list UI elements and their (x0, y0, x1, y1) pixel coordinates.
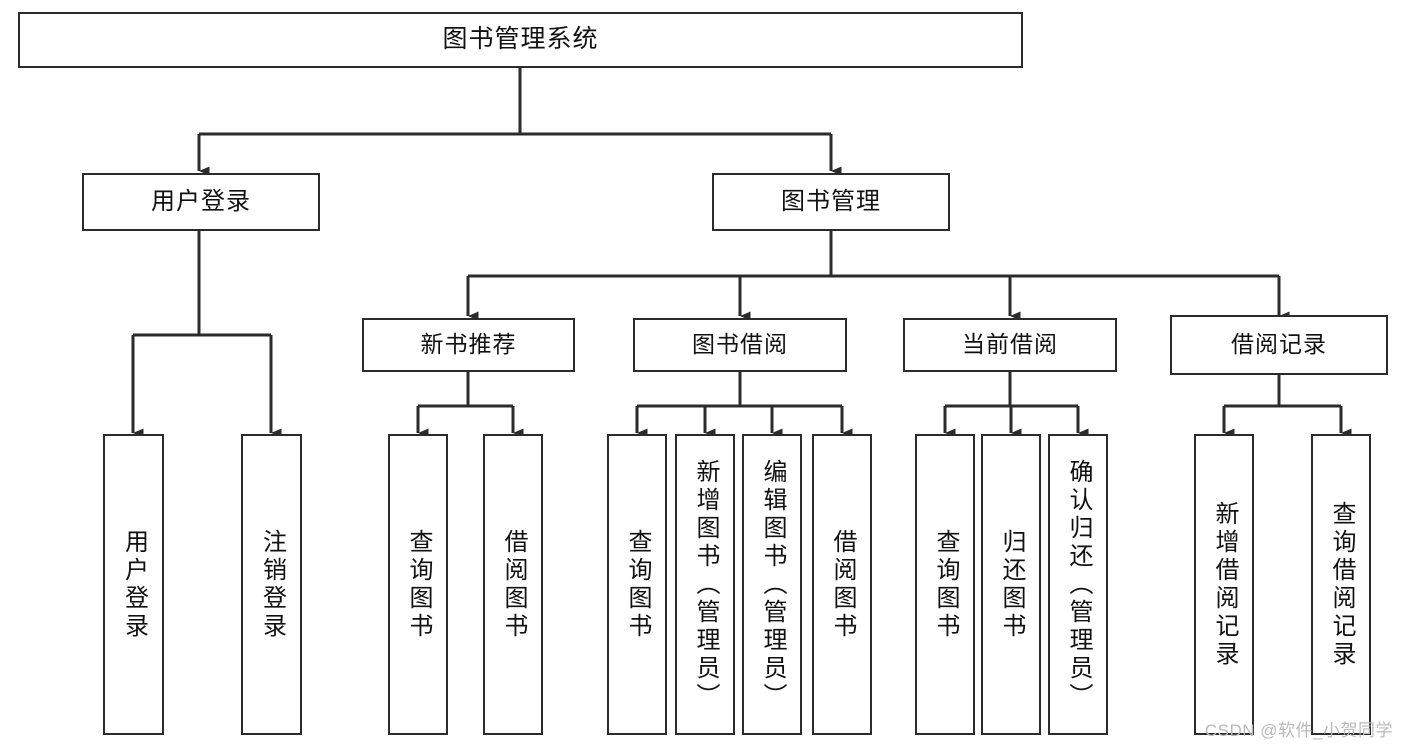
node-book-borrow[interactable]: 图书借阅 (633, 318, 847, 372)
leaf-query-book-1-label: 查询图书 (405, 528, 432, 641)
leaf-confirm-return-label: 确认归还（管理员） (1065, 458, 1092, 711)
node-book-manage-label: 图书管理 (781, 187, 881, 215)
leaf-add-book-label: 新增图书（管理员） (692, 458, 719, 711)
leaf-edit-book-label: 编辑图书（管理员） (759, 458, 786, 711)
node-root-label: 图书管理系统 (442, 25, 599, 54)
node-root[interactable]: 图书管理系统 (18, 12, 1023, 68)
leaf-query-book-2-label: 查询图书 (624, 528, 651, 641)
node-current-borrow[interactable]: 当前借阅 (903, 318, 1117, 372)
leaf-query-book-1[interactable]: 查询图书 (388, 434, 448, 735)
node-borrow-record-label: 借阅记录 (1231, 331, 1327, 358)
leaf-query-record[interactable]: 查询借阅记录 (1311, 434, 1371, 735)
node-borrow-record[interactable]: 借阅记录 (1170, 315, 1388, 375)
node-new-book-recommend-label: 新书推荐 (420, 331, 517, 358)
leaf-user-login-label: 用户登录 (120, 528, 148, 641)
leaf-borrow-book-1[interactable]: 借阅图书 (483, 434, 543, 735)
leaf-query-record-label: 查询借阅记录 (1328, 500, 1355, 669)
leaf-borrow-book-2[interactable]: 借阅图书 (812, 434, 872, 735)
leaf-return-book[interactable]: 归还图书 (981, 434, 1041, 735)
leaf-user-logout-label: 注销登录 (258, 528, 286, 641)
leaf-confirm-return[interactable]: 确认归还（管理员） (1048, 434, 1108, 735)
node-book-borrow-label: 图书借阅 (692, 331, 788, 358)
node-user-login[interactable]: 用户登录 (82, 173, 320, 231)
leaf-add-record-label: 新增借阅记录 (1211, 500, 1238, 669)
leaf-query-book-3[interactable]: 查询图书 (915, 434, 975, 735)
node-book-manage[interactable]: 图书管理 (712, 173, 950, 231)
leaf-borrow-book-1-label: 借阅图书 (500, 528, 527, 641)
node-current-borrow-label: 当前借阅 (962, 331, 1058, 358)
leaf-add-book[interactable]: 新增图书（管理员） (675, 434, 735, 735)
leaf-query-book-3-label: 查询图书 (932, 528, 959, 641)
csdn-watermark: CSDN @软件_小贺同学 (1204, 721, 1393, 740)
leaf-query-book-2[interactable]: 查询图书 (607, 434, 667, 735)
node-new-book-recommend[interactable]: 新书推荐 (362, 318, 575, 372)
leaf-return-book-label: 归还图书 (998, 528, 1025, 641)
leaf-user-logout[interactable]: 注销登录 (241, 434, 302, 735)
leaf-add-record[interactable]: 新增借阅记录 (1194, 434, 1254, 735)
node-user-login-label: 用户登录 (151, 187, 251, 215)
leaf-borrow-book-2-label: 借阅图书 (829, 528, 856, 641)
leaf-edit-book[interactable]: 编辑图书（管理员） (742, 434, 802, 735)
leaf-user-login[interactable]: 用户登录 (103, 434, 164, 735)
